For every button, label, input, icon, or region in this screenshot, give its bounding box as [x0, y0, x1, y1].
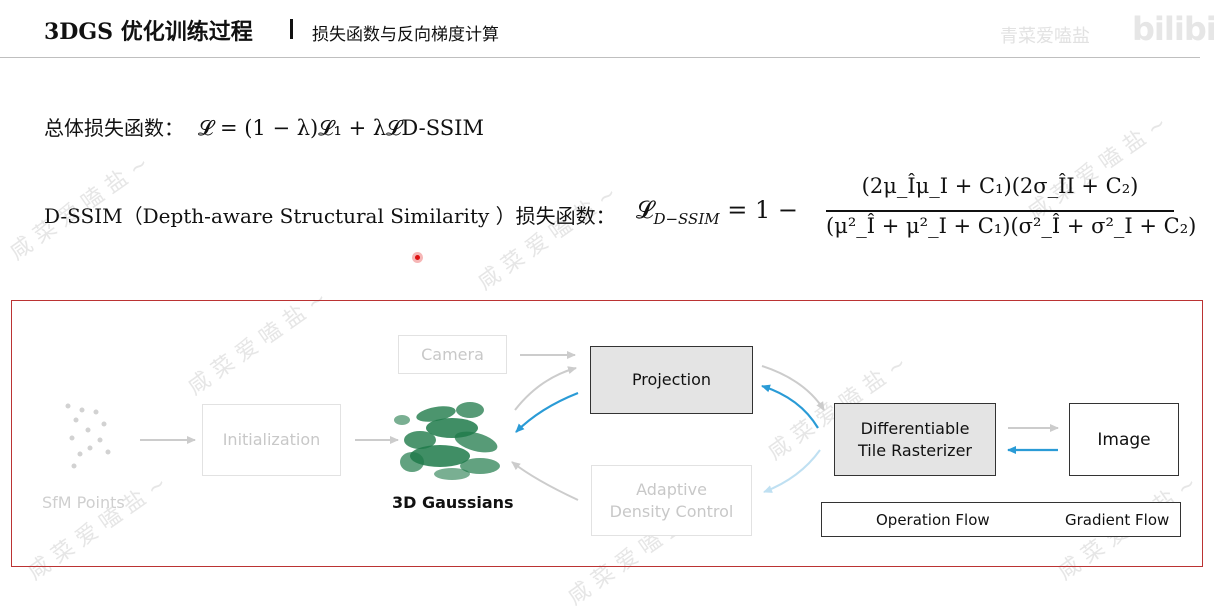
dssim-label-suffix: 损失函数： — [515, 204, 616, 228]
header-rule — [0, 57, 1200, 58]
projection-box: Projection — [590, 346, 753, 414]
dssim-rhs-prefix: = 1 − — [727, 196, 799, 224]
gaussians-label: 3D Gaussians — [392, 493, 514, 512]
rasterizer-line2: Tile Rasterizer — [858, 440, 972, 460]
adaptive-line1: Adaptive — [636, 479, 707, 499]
sfm-points-label: SfM Points — [42, 493, 125, 512]
total-loss-label: 总体损失函数： — [44, 116, 184, 140]
dssim-label-line: D-SSIM（Depth-aware Structural Similarity… — [44, 200, 616, 229]
title-divider — [290, 19, 293, 39]
adaptive-line2: Density Control — [609, 501, 734, 521]
page-title: 3DGS 优化训练过程 — [44, 19, 253, 45]
mouse-cursor — [412, 252, 423, 263]
sfm-points-icon — [65, 403, 111, 469]
pipeline-arrows — [65, 351, 1059, 524]
fraction-bar — [826, 210, 1174, 212]
initialization-box: Initialization — [202, 404, 341, 476]
page-subtitle: 损失函数与反向梯度计算 — [312, 25, 499, 45]
bilibili-logo: bilibili — [1132, 10, 1214, 48]
dssim-numerator: (2μ_Îμ_I + C₁)(2σ_ÎI + C₂) — [861, 174, 1139, 198]
total-loss-formula: 𝓛 = (1 − λ)𝓛₁ + λ𝓛D-SSIM — [198, 116, 484, 140]
flow-legend: Operation Flow Gradient Flow — [821, 502, 1181, 537]
legend-gradient-flow: Gradient Flow — [1065, 511, 1170, 529]
gaussians-icon — [394, 402, 500, 480]
legend-operation-flow: Operation Flow — [876, 511, 990, 529]
channel-watermark: 青菜爱嗑盐 — [1000, 26, 1090, 47]
dssim-label: D-SSIM（Depth-aware Structural Similarity… — [44, 204, 516, 228]
rasterizer-box: Differentiable Tile Rasterizer — [834, 403, 996, 476]
rasterizer-line1: Differentiable — [860, 418, 970, 438]
dssim-lhs-sub: D−SSIM — [653, 209, 720, 228]
image-box: Image — [1069, 403, 1179, 476]
camera-box: Camera — [398, 335, 507, 374]
pipeline-diagram-frame — [11, 300, 1203, 567]
dssim-denominator: (μ²_Î + μ²_I + C₁)(σ²_Î + σ²_I + C₂) — [826, 214, 1197, 238]
dssim-lhs: 𝓛D−SSIM = 1 − — [636, 196, 798, 228]
dssim-lhs-symbol: 𝓛 — [636, 196, 654, 224]
adaptive-density-box: Adaptive Density Control — [591, 465, 752, 536]
total-loss-line: 总体损失函数： 𝓛 = (1 − λ)𝓛₁ + λ𝓛D-SSIM — [44, 112, 484, 141]
